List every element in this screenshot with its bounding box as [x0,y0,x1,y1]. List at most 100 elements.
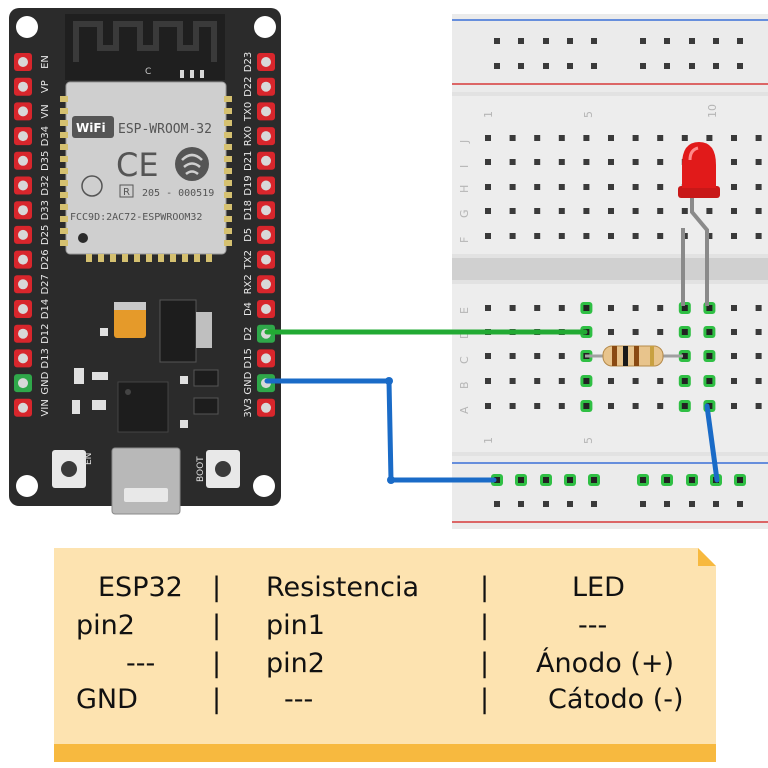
castellation-pad [60,216,68,222]
rail-hole [664,501,670,507]
connection-table-note: ESP32 | Resistencia | LED pin2 | pin1 | … [54,548,716,762]
transistor-1 [193,369,219,387]
hole [534,233,541,239]
pin-hole [261,57,271,67]
hole [608,159,614,165]
hole [755,184,762,190]
castellation-pad [60,96,68,102]
resistor-band-3 [634,346,639,366]
en-button-cap[interactable] [61,461,77,477]
pin-label-rx0: RX0 [243,126,254,146]
blue-wire-cathode[interactable] [704,403,720,483]
row-letter-a: A [458,406,471,414]
row-letter-d: D [458,331,471,339]
castellation-pad [60,240,68,246]
hole [558,305,565,311]
wifi-logo [72,116,114,138]
hole [509,378,516,384]
pin-hole [18,229,28,240]
hole [681,353,688,359]
castellation-pad [224,204,232,210]
hole [706,233,713,239]
castellation-pad [122,254,128,262]
boot-button-cap[interactable] [215,461,231,477]
pin-label-d2: D2 [243,327,254,341]
separator: | [212,648,222,679]
hole [534,159,541,165]
hole [534,403,541,409]
terminal-strip-bottom [452,284,768,452]
pin-hole [18,353,28,364]
pin-hole [261,106,271,117]
hole [509,135,516,141]
antenna-pad [190,70,194,78]
hole [664,477,670,483]
pin-label-d26: D26 [40,249,51,269]
ce-mark: CE [116,146,159,184]
rail-hole [567,501,573,507]
pin-label-d15: D15 [243,348,254,368]
row2-esp32: --- [126,648,156,679]
hole [632,135,639,141]
module-castellations [60,96,232,262]
pin-hole [18,131,28,142]
resistor[interactable] [602,345,664,367]
castellation-pad [158,254,164,262]
pin-label-d13: D13 [40,348,51,368]
hole [485,208,491,214]
hole [558,378,565,384]
resistor-band-tolerance [650,346,654,366]
hole [608,305,614,311]
regulator-tab [196,312,212,348]
rail-hole [689,63,695,69]
hole [632,305,639,311]
hole [657,208,664,214]
header-resistencia: Resistencia [266,572,419,603]
hole [657,329,664,335]
hole [632,403,639,409]
red-led[interactable] [682,142,716,188]
hole [681,305,688,311]
hole [485,135,491,141]
hole [534,135,541,141]
rail-hole [664,38,670,44]
hole [755,378,762,384]
hole [755,159,762,165]
rail-hole [494,38,500,44]
rail-hole [567,38,573,44]
hole [681,329,688,335]
rail-hole [543,501,549,507]
pin-hole [261,229,271,240]
r-mark-box [119,184,134,198]
row1-led: --- [578,610,608,641]
row-letter-e: E [458,307,471,314]
rail-hole [591,501,597,507]
hole [657,135,664,141]
hole [485,378,491,384]
castellation-pad [194,254,200,262]
micro-usb-port[interactable] [111,447,181,515]
breadboard: J I H G F E D C B A 1 5 10 1 5 [452,14,768,529]
row-letter-c: C [458,356,471,364]
hole [731,135,737,141]
hole [632,378,639,384]
hole [657,233,664,239]
hole [534,305,541,311]
pin-label-vn: VN [40,104,51,118]
hole [657,403,664,409]
pin-hole [18,205,28,216]
col-number-5-top: 5 [582,111,595,118]
separator: | [212,610,222,641]
resistor-band-2 [623,346,628,366]
smd-part [92,400,106,410]
castellation-pad [60,120,68,126]
rail-hole [543,38,549,44]
rail-hole [713,501,719,507]
castellation-pad [224,180,232,186]
hole [731,233,737,239]
rail-hole [640,38,646,44]
blue-wire-gnd[interactable] [264,378,497,483]
rail-hole [591,38,597,44]
rail-hole [664,63,670,69]
